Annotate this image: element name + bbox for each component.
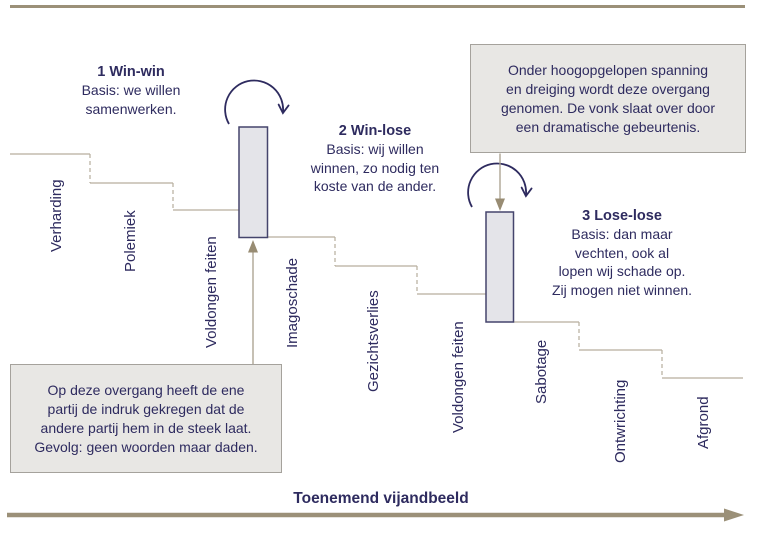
phase-heading: 1 Win-win (97, 64, 165, 80)
phase-2-win-lose: 2 Win-lose Basis: wij willen winnen, zo … (280, 122, 470, 196)
axis-arrow-icon (7, 508, 744, 522)
up-arrow-icon (248, 240, 258, 364)
callout-text: Onder hoogopgelopen spanning en dreiging… (500, 61, 715, 135)
staircase-dashed-connectors (89, 154, 663, 378)
step-label-imagoschade: Imagoschade (284, 257, 301, 348)
step-label-polemiek: Polemiek (122, 210, 139, 272)
rotation-arrow-icon (467, 162, 533, 208)
step-label-gezichtsverlies: Gezichtsverlies (365, 290, 382, 392)
transition-block-1 (238, 126, 269, 239)
phase-1-win-win: 1 Win-win Basis: we willen samenwerken. (36, 63, 226, 118)
phase-heading: 2 Win-lose (338, 123, 412, 139)
step-label-voldongen-feiten: Voldongen feiten (203, 236, 220, 348)
staircase-steps (10, 153, 743, 379)
phase-body: Basis: we willen samenwerken. (81, 82, 181, 117)
transition-1-2-note: Op deze overgang heeft de ene partij de … (10, 364, 282, 473)
step-label-ontwrichting: Ontwrichting (612, 379, 629, 463)
phase-body: Basis: dan maar vechten, ook al lopen wi… (551, 226, 693, 298)
phase-3-lose-lose: 3 Lose-lose Basis: dan maar vechten, ook… (527, 207, 717, 299)
step-label-voldongen-feiten2: Voldongen feiten (450, 321, 467, 433)
top-rule (10, 5, 745, 8)
axis-label: Toenemend vijandbeeld (293, 490, 469, 507)
step-label-sabotage: Sabotage (533, 339, 550, 404)
step-label-verharding: Verharding (48, 179, 65, 252)
callout-text: Op deze overgang heeft de ene partij de … (34, 381, 258, 455)
transition-block-2 (485, 211, 515, 323)
down-arrow-icon (495, 153, 505, 211)
transition-2-3-note: Onder hoogopgelopen spanning en dreiging… (470, 44, 746, 153)
phase-body: Basis: wij willen winnen, zo nodig ten k… (310, 141, 440, 194)
phase-heading: 3 Lose-lose (582, 208, 662, 224)
step-label-afgrond: Afgrond (695, 396, 712, 449)
rotation-arrow-icon (224, 79, 290, 125)
